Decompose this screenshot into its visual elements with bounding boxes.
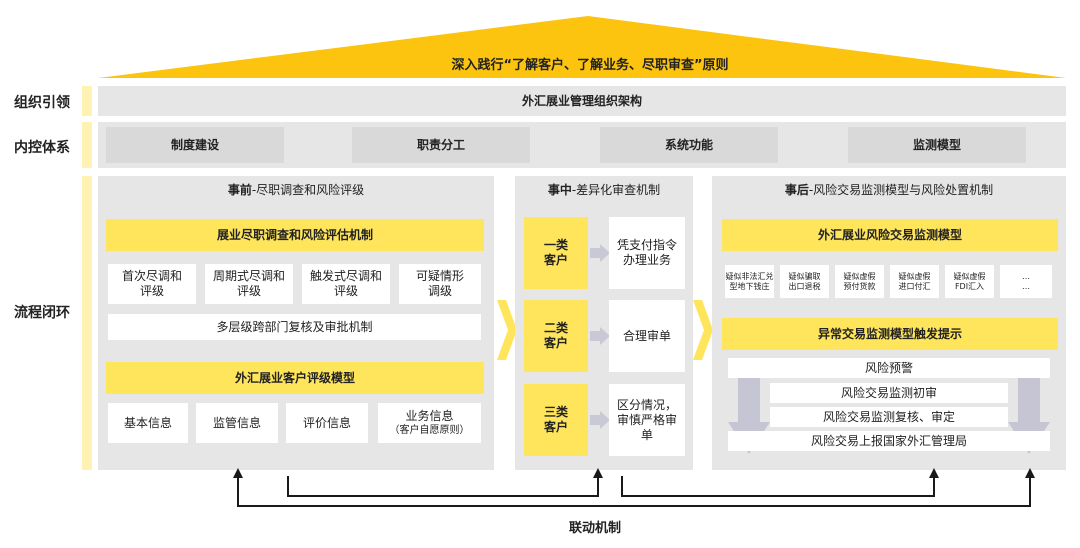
class-2-treatment: 合理审单 [609, 300, 685, 372]
alert-title-bar: 异常交易监测模型触发提示 [722, 318, 1058, 350]
suspect-1-l1: 疑似非法汇兑 [725, 271, 774, 281]
roof [98, 16, 1066, 78]
suspect-5-l2: FDI汇入 [954, 281, 985, 291]
class-1-l2: 客户 [543, 253, 568, 267]
suspect-4-l1: 疑似虚假 [898, 271, 931, 281]
row-label-process: 流程闭环 [14, 305, 70, 321]
process-strip [82, 176, 92, 470]
suspect-more: …… [1000, 265, 1052, 298]
step-report-safe: 风险交易上报国家外汇管理局 [728, 431, 1050, 451]
suspect-export-rebate: 疑似骗取出口退税 [780, 265, 829, 298]
multi-review-bar: 多层级跨部门复核及审批机制 [108, 314, 481, 340]
chevron-pre-mid-icon [497, 300, 517, 360]
class-3-line-3: 单 [640, 427, 653, 442]
class-3-line-1: 区分情况， [616, 397, 677, 412]
dd-item-trigger-l1: 触发式尽调和 [309, 269, 382, 283]
control-item-system: 制度建设 [106, 127, 284, 163]
info-basic: 基本信息 [108, 403, 188, 443]
dd-item-trigger-l2: 评级 [333, 284, 358, 298]
monitor-model-bar: 外汇展业风险交易监测模型 [722, 219, 1058, 251]
pre-title-bold: 事前 [227, 182, 252, 197]
mid-title-rest: -差异化审查机制 [571, 182, 661, 197]
mid-title-bold: 事中 [547, 182, 572, 197]
post-title: 事后-风险交易监测模型与风险处置机制 [712, 180, 1066, 200]
class-1-line-2: 办理业务 [622, 253, 671, 267]
info-business-l1: 业务信息 [405, 409, 454, 423]
info-business-l2: （客户自愿原则） [389, 425, 470, 436]
class-1-customer: 一类客户 [524, 217, 588, 289]
dd-item-suspicious-l1: 可疑情形 [415, 269, 464, 283]
control-item-function: 系统功能 [600, 127, 778, 163]
info-business: 业务信息 （客户自愿原则） [378, 403, 481, 443]
suspect-3-l1: 疑似虚假 [843, 271, 876, 281]
control-item-duty: 职责分工 [352, 127, 530, 163]
class-3-l2: 客户 [543, 420, 568, 434]
suspect-prepayment: 疑似虚假预付货款 [835, 265, 884, 298]
class-1-line-1: 凭支付指令 [616, 238, 677, 252]
post-title-rest: -风险交易监测模型与风险处置机制 [808, 182, 994, 197]
class-3-treatment: 区分情况，审慎严格审单 [609, 384, 685, 456]
org-structure-bar: 外汇展业管理组织架构 [98, 86, 1066, 116]
class-1-l1: 一类 [543, 238, 568, 252]
control-strip [82, 122, 92, 168]
arrow-right-icon [590, 244, 610, 262]
class-3-line-2: 审慎严格审 [616, 412, 677, 427]
suspect-4-l2: 进口付汇 [898, 281, 931, 291]
suspect-2-l1: 疑似骗取 [788, 271, 821, 281]
step-recheck-approve: 风险交易监测复核、审定 [770, 407, 1008, 427]
class-2-l2: 客户 [543, 336, 568, 350]
pre-title-rest: -尽职调查和风险评级 [251, 182, 365, 197]
suspect-2-l2: 出口退税 [788, 281, 821, 291]
org-strip [82, 86, 92, 116]
post-title-bold: 事后 [784, 182, 809, 197]
suspect-1-l2: 型地下钱庄 [729, 281, 770, 291]
control-item-model: 监测模型 [848, 127, 1026, 163]
class-1-treatment: 凭支付指令办理业务 [609, 217, 685, 289]
class-3-l1: 三类 [543, 405, 568, 419]
step-risk-warning: 风险预警 [728, 358, 1050, 378]
dd-item-suspicious-l2: 调级 [427, 284, 452, 298]
info-evaluation: 评价信息 [286, 403, 368, 443]
class-2-customer: 二类客户 [524, 300, 588, 372]
rating-model-bar: 外汇展业客户评级模型 [106, 362, 484, 394]
dd-item-trigger: 触发式尽调和评级 [302, 264, 390, 304]
roof-title: 深入践行“了解客户、了解业务、尽职审查”原则 [451, 57, 729, 73]
dd-item-periodic: 周期式尽调和评级 [205, 264, 293, 304]
linkage-arrows [233, 468, 1035, 507]
row-label-org: 组织引领 [14, 95, 70, 111]
chevron-mid-post-icon [693, 300, 713, 360]
arrow-right-icon [590, 327, 610, 345]
dd-item-first: 首次尽调和评级 [108, 264, 196, 304]
arrow-right-icon [590, 411, 610, 429]
info-regulatory: 监管信息 [196, 403, 278, 443]
dd-item-first-l2: 评级 [139, 284, 164, 298]
linkage-label: 联动机制 [568, 520, 621, 536]
mid-title: 事中-差异化审查机制 [515, 180, 693, 200]
suspect-6-l2: … [1022, 281, 1030, 291]
suspect-underground-bank: 疑似非法汇兑型地下钱庄 [725, 265, 774, 298]
dd-item-first-l1: 首次尽调和 [121, 269, 182, 283]
suspect-5-l1: 疑似虚假 [953, 271, 986, 281]
class-2-l1: 二类 [543, 321, 568, 335]
dd-item-suspicious: 可疑情形调级 [399, 264, 481, 304]
suspect-6-l1: … [1022, 271, 1030, 281]
class-3-customer: 三类客户 [524, 384, 588, 456]
dd-item-periodic-l1: 周期式尽调和 [212, 269, 285, 283]
step-initial-review: 风险交易监测初审 [770, 383, 1008, 403]
suspect-3-l2: 预付货款 [843, 281, 876, 291]
suspect-import-payment: 疑似虚假进口付汇 [890, 265, 939, 298]
dd-item-periodic-l2: 评级 [236, 284, 261, 298]
row-label-control: 内控体系 [14, 140, 70, 156]
pre-title: 事前-尽职调查和风险评级 [98, 180, 494, 200]
dd-mechanism-bar: 展业尽职调查和风险评估机制 [106, 219, 484, 251]
